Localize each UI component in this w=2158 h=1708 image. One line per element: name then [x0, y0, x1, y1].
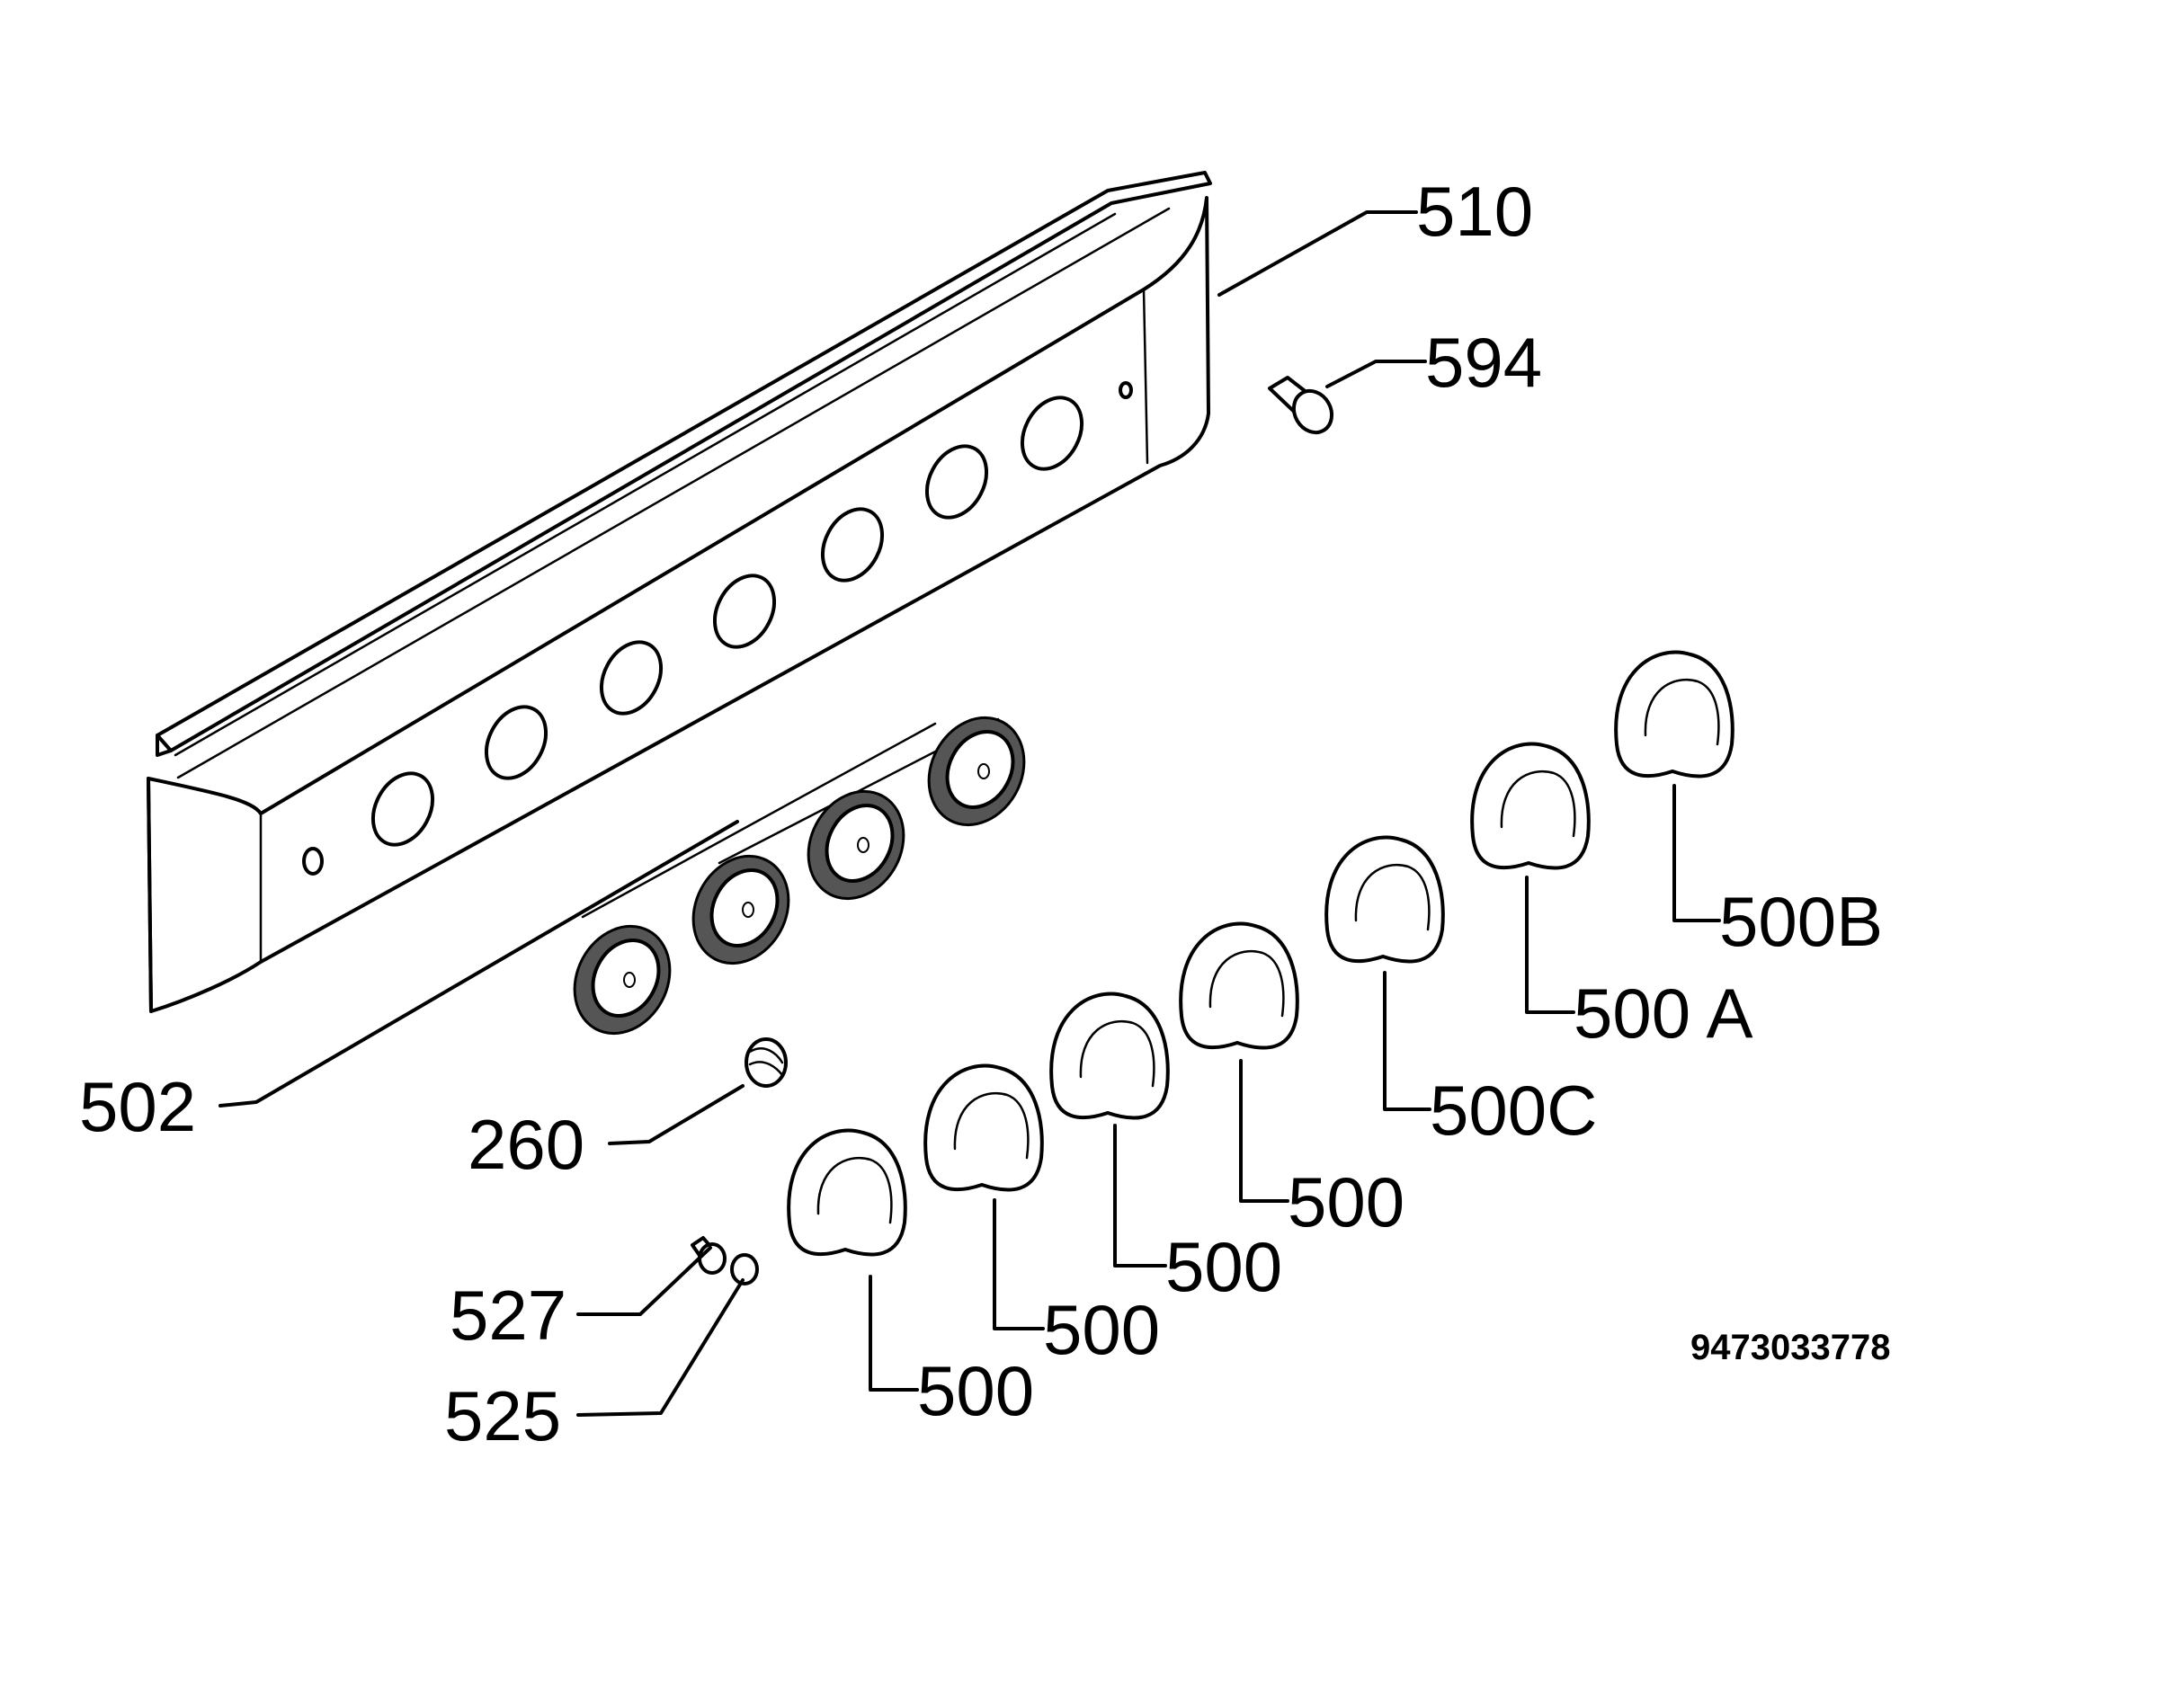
knobs [787, 650, 1734, 1257]
part-525-cap [730, 1253, 759, 1285]
part-260-spring [745, 1037, 788, 1088]
control-panel [147, 171, 1212, 1013]
part-527-cap [691, 1236, 727, 1275]
leader-lines [218, 210, 1721, 1417]
knob-500-3 [1049, 992, 1170, 1120]
label-500a: 500 A [1574, 974, 1753, 1053]
knob-500-2 [923, 1063, 1044, 1192]
document-number: 9473033778 [1690, 1328, 1890, 1367]
label-502: 502 [79, 1067, 196, 1146]
label-594: 594 [1425, 323, 1542, 402]
label-260: 260 [468, 1105, 584, 1184]
label-525: 525 [444, 1376, 561, 1455]
knob-500c [1324, 835, 1445, 964]
label-500-4: 500 [1288, 1162, 1404, 1241]
label-500-2: 500 [1043, 1290, 1160, 1369]
bezel-rings [573, 716, 1026, 1036]
knob-500b [1614, 650, 1734, 778]
knob-500-4 [1179, 921, 1299, 1050]
label-500b: 500B [1719, 882, 1883, 961]
label-500-3: 500 [1165, 1227, 1282, 1306]
label-527: 527 [450, 1276, 566, 1355]
part-labels: 510 594 502 260 527 525 500 500 500 500 … [79, 172, 1890, 1455]
label-500-1: 500 [917, 1351, 1034, 1430]
label-500c: 500C [1430, 1071, 1597, 1150]
part-594-indicator [1268, 376, 1334, 435]
knob-500-1 [787, 1128, 907, 1257]
label-510: 510 [1416, 172, 1533, 251]
knob-500a [1470, 742, 1591, 870]
